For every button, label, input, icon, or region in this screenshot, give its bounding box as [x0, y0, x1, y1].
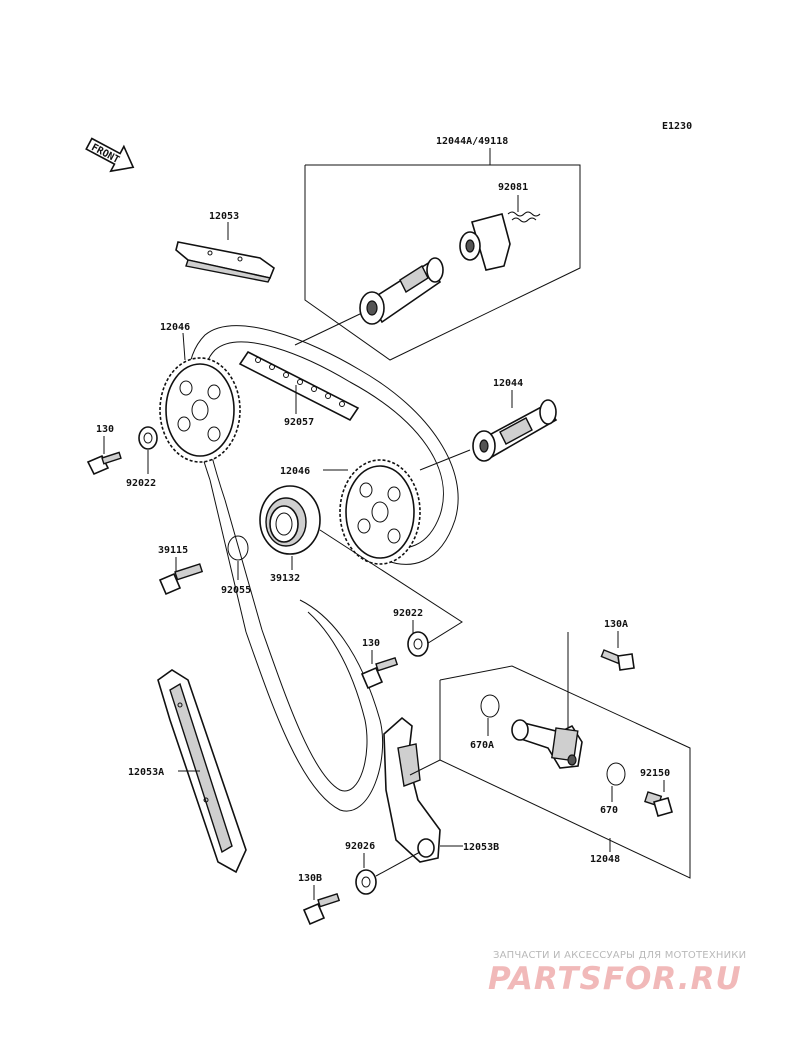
- crank-sprocket-39132: [259, 485, 321, 555]
- chain-guide-12053: [175, 241, 275, 283]
- collar-92026: [355, 851, 421, 895]
- label-92081: 92081: [498, 182, 528, 193]
- label-130-right: 130: [362, 638, 380, 649]
- label-130-left: 130: [96, 424, 114, 435]
- label-12048: 12048: [590, 854, 620, 865]
- oring-670: [606, 762, 626, 786]
- watermark-tagline: ЗАПЧАСТИ И АКСЕССУАРЫ ДЛЯ МОТОТЕХНИКИ: [493, 950, 747, 961]
- camshaft-12044: [472, 399, 558, 462]
- bolt-130-right: [360, 656, 399, 690]
- label-39132: 39132: [270, 573, 300, 584]
- pin-39115: [158, 563, 204, 596]
- label-92150: 92150: [640, 768, 670, 779]
- front-arrow-icon: FRONT: [85, 137, 135, 173]
- label-12053B: 12053B: [463, 842, 499, 853]
- camshaft-assy-box: [294, 148, 581, 361]
- label-92022-right: 92022: [393, 608, 423, 619]
- bolt-130B: [302, 892, 341, 926]
- cam-sprocket-mid-12046: [339, 459, 421, 565]
- label-12053: 12053: [209, 211, 239, 222]
- label-670: 670: [600, 805, 618, 816]
- cam-chain-92057: [187, 325, 459, 812]
- camshaft-12044A: [359, 213, 511, 325]
- chain-guide-12053B: [383, 716, 441, 863]
- chain-link-segment: [238, 350, 360, 422]
- tensioner-box: [409, 665, 691, 879]
- label-12044: 12044: [493, 378, 523, 389]
- label-92022-left: 92022: [126, 478, 156, 489]
- oring-670A: [480, 694, 500, 718]
- label-sprocket-mid: 12046: [280, 466, 310, 477]
- diagram-code: E1230: [662, 121, 692, 132]
- cam-sprocket-top-12046: [159, 357, 241, 463]
- watermark-logo: PARTSFOR.RU: [488, 961, 742, 997]
- label-39115: 39115: [158, 545, 188, 556]
- tensioner-12048: [511, 719, 583, 769]
- label-12053A: 12053A: [128, 767, 164, 778]
- chain-guide-12053A: [157, 669, 247, 874]
- bolt-130A: [600, 649, 635, 671]
- bolt-130-left: [86, 451, 122, 476]
- spring-92081: [507, 211, 541, 223]
- label-670A: 670A: [470, 740, 494, 751]
- washer-92022-right: [407, 631, 429, 657]
- label-130B: 130B: [298, 873, 322, 884]
- label-130A: 130A: [604, 619, 628, 630]
- cap-bolt-92150: [644, 791, 673, 817]
- washer-92022-left: [138, 426, 158, 450]
- label-92026: 92026: [345, 841, 375, 852]
- label-92055: 92055: [221, 585, 251, 596]
- label-92057: 92057: [284, 417, 314, 428]
- label-cam-assy: 12044A/49118: [436, 136, 508, 147]
- oring-92055: [227, 535, 249, 561]
- label-sprocket-top: 12046: [160, 322, 190, 333]
